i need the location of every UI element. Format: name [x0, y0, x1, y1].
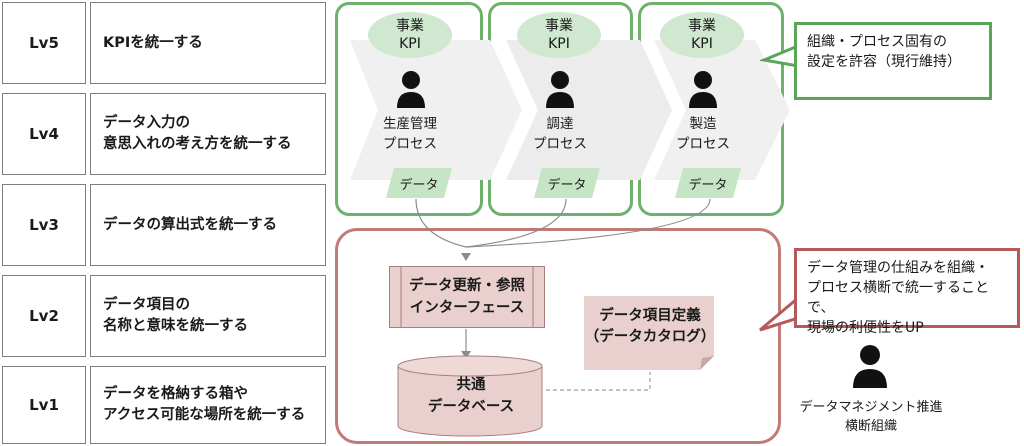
level-desc-4: データ入力の 意思入れの考え方を統一する [90, 93, 326, 175]
level-desc-2: データ項目の 名称と意味を統一する [90, 275, 326, 357]
process-name-3: 製造 プロセス [676, 116, 730, 152]
data-label-3: データ [688, 177, 728, 193]
level-label-4: Lv4 [2, 93, 86, 175]
kpi-ellipse-1: 事業 KPI [368, 12, 452, 58]
person-icon [397, 71, 425, 108]
common-database-icon [397, 355, 543, 437]
process-flow-arrows [350, 40, 790, 180]
callout-top: 組織・プロセス固有の 設定を許容（現行維持） [794, 22, 992, 100]
level-label-2: Lv2 [2, 275, 86, 357]
data-catalog-label: データ項目定義 （データカタログ） [584, 308, 716, 345]
process-name-1: 生産管理 プロセス [383, 116, 437, 152]
common-database-label: 共通 データベース [427, 377, 515, 415]
person-icon [546, 71, 574, 108]
update-reference-interface: データ更新・参照 インターフェース [389, 266, 545, 328]
level-label-3: Lv3 [2, 184, 86, 266]
data-shape-3 [675, 168, 741, 198]
process-name-2: 調達 プロセス [533, 116, 587, 152]
data-shape-2 [534, 168, 600, 198]
level-desc-3: データの算出式を統一する [90, 184, 326, 266]
person-icon [853, 345, 887, 388]
data-label-1: データ [399, 177, 439, 193]
callout-bottom: データ管理の仕組みを組織・ プロセス横断で統一することで、 現場の利便性をUP [794, 248, 1020, 336]
level-desc-5: KPIを統一する [90, 2, 326, 84]
person-icon [689, 71, 717, 108]
level-label-5: Lv5 [2, 2, 86, 84]
data-shape-1 [386, 168, 452, 198]
level-desc-1: データを格納する箱や アクセス可能な場所を統一する [90, 366, 326, 444]
data-label-2: データ [547, 177, 587, 193]
kpi-ellipse-2: 事業 KPI [517, 12, 601, 58]
data-catalog-document [584, 296, 714, 370]
org-label: データマネジメント推進 横断組織 [799, 400, 943, 434]
level-label-1: Lv1 [2, 366, 86, 444]
kpi-ellipse-3: 事業 KPI [660, 12, 744, 58]
interface-side-bars [400, 266, 534, 328]
connector-lines [415, 198, 711, 359]
dashed-link [546, 372, 651, 391]
